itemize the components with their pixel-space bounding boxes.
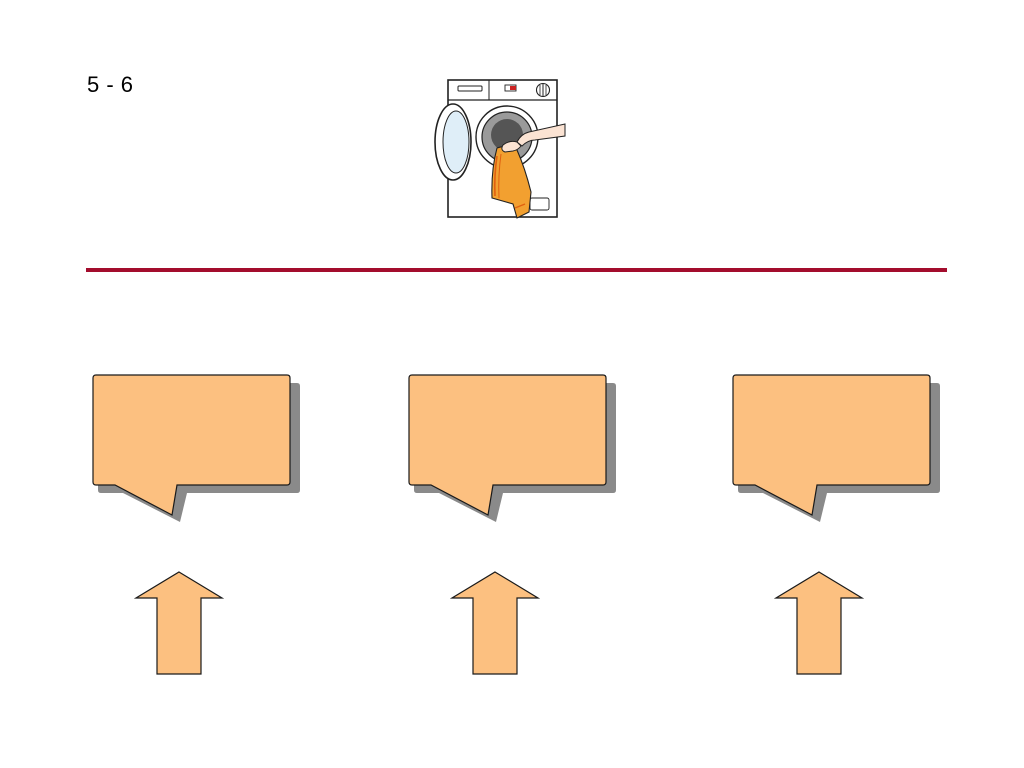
speech-callout [92,374,300,522]
up-arrow-icon [774,571,864,675]
divider-line [86,268,947,272]
detergent-drawer [457,85,483,92]
washing-machine-illustration [434,79,566,219]
hand [501,140,522,153]
page-number: 5 - 6 [87,72,134,97]
up-arrow-icon [134,571,224,675]
up-arrow-icon [450,571,540,675]
arm [516,123,566,147]
speech-callout [732,374,940,522]
indicator-light [510,86,516,90]
speech-callout [408,374,616,522]
